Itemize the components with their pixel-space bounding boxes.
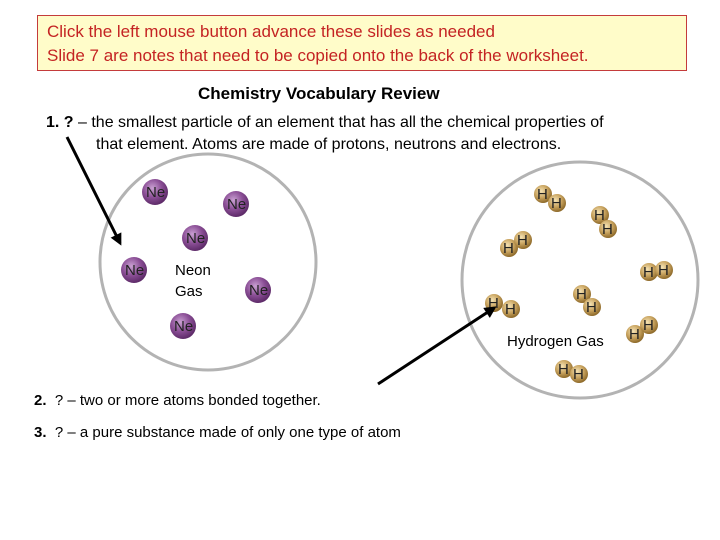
svg-text:H: H bbox=[505, 301, 516, 318]
definition-1-number: 1. ? bbox=[46, 114, 74, 131]
svg-text:H: H bbox=[602, 221, 613, 238]
svg-text:H: H bbox=[658, 262, 669, 279]
hydrogen-molecule: HH bbox=[573, 285, 601, 316]
definition-2-text: ? – two or more atoms bonded together. bbox=[54, 392, 321, 409]
svg-text:H: H bbox=[537, 186, 548, 203]
neon-atom: Ne bbox=[182, 225, 208, 251]
definition-3: 3. ? – a pure substance made of only one… bbox=[34, 424, 401, 441]
svg-text:H: H bbox=[488, 295, 499, 312]
svg-text:Ne: Ne bbox=[249, 282, 268, 299]
neon-atom: Ne bbox=[170, 313, 196, 339]
svg-text:H: H bbox=[517, 232, 528, 249]
svg-text:Ne: Ne bbox=[186, 230, 205, 247]
hydrogen-molecule: HH bbox=[626, 316, 658, 343]
definition-2: 2. ? – two or more atoms bonded together… bbox=[34, 392, 321, 409]
arrow-to-neon-atom bbox=[65, 136, 122, 246]
svg-text:H: H bbox=[503, 240, 514, 257]
svg-text:Ne: Ne bbox=[146, 184, 165, 201]
svg-text:H: H bbox=[586, 299, 597, 316]
definition-1-line-1: 1. ? – the smallest particle of an eleme… bbox=[46, 112, 686, 134]
svg-text:H: H bbox=[594, 207, 605, 224]
svg-text:H: H bbox=[573, 366, 584, 383]
hydrogen-caption: Hydrogen Gas bbox=[507, 333, 604, 350]
svg-text:H: H bbox=[558, 361, 569, 378]
svg-text:H: H bbox=[576, 286, 587, 303]
banner-line-2: Slide 7 are notes that need to be copied… bbox=[47, 46, 589, 65]
svg-text:Ne: Ne bbox=[125, 262, 144, 279]
arrow-to-hydrogen-atom bbox=[377, 306, 497, 386]
definition-3-text: ? – a pure substance made of only one ty… bbox=[54, 424, 401, 441]
hydrogen-molecule: HH bbox=[591, 206, 617, 238]
instruction-banner: Click the left mouse button advance thes… bbox=[37, 15, 687, 71]
neon-caption-1: Neon bbox=[175, 262, 211, 279]
svg-text:Ne: Ne bbox=[174, 318, 193, 335]
slide-title: Chemistry Vocabulary Review bbox=[198, 84, 440, 103]
hydrogen-molecule: HH bbox=[534, 185, 566, 212]
svg-text:Ne: Ne bbox=[227, 196, 246, 213]
neon-caption-2: Gas bbox=[175, 283, 203, 300]
svg-text:H: H bbox=[643, 317, 654, 334]
neon-atom: Ne bbox=[121, 257, 147, 283]
definition-1-text-2: that element. Atoms are made of protons,… bbox=[96, 136, 562, 153]
banner-line-1: Click the left mouse button advance thes… bbox=[47, 22, 495, 41]
svg-text:H: H bbox=[643, 264, 654, 281]
svg-text:H: H bbox=[551, 195, 562, 212]
neon-atom: Ne bbox=[223, 191, 249, 217]
definition-1: 1. ? – the smallest particle of an eleme… bbox=[46, 112, 686, 156]
neon-atom: Ne bbox=[245, 277, 271, 303]
svg-text:H: H bbox=[629, 326, 640, 343]
definition-2-number: 2. bbox=[34, 392, 47, 409]
neon-atom: Ne bbox=[142, 179, 168, 205]
definition-1-text-1: – the smallest particle of an element th… bbox=[73, 114, 604, 131]
neon-container bbox=[98, 152, 318, 372]
definition-3-number: 3. bbox=[34, 424, 47, 441]
hydrogen-container bbox=[460, 160, 700, 400]
